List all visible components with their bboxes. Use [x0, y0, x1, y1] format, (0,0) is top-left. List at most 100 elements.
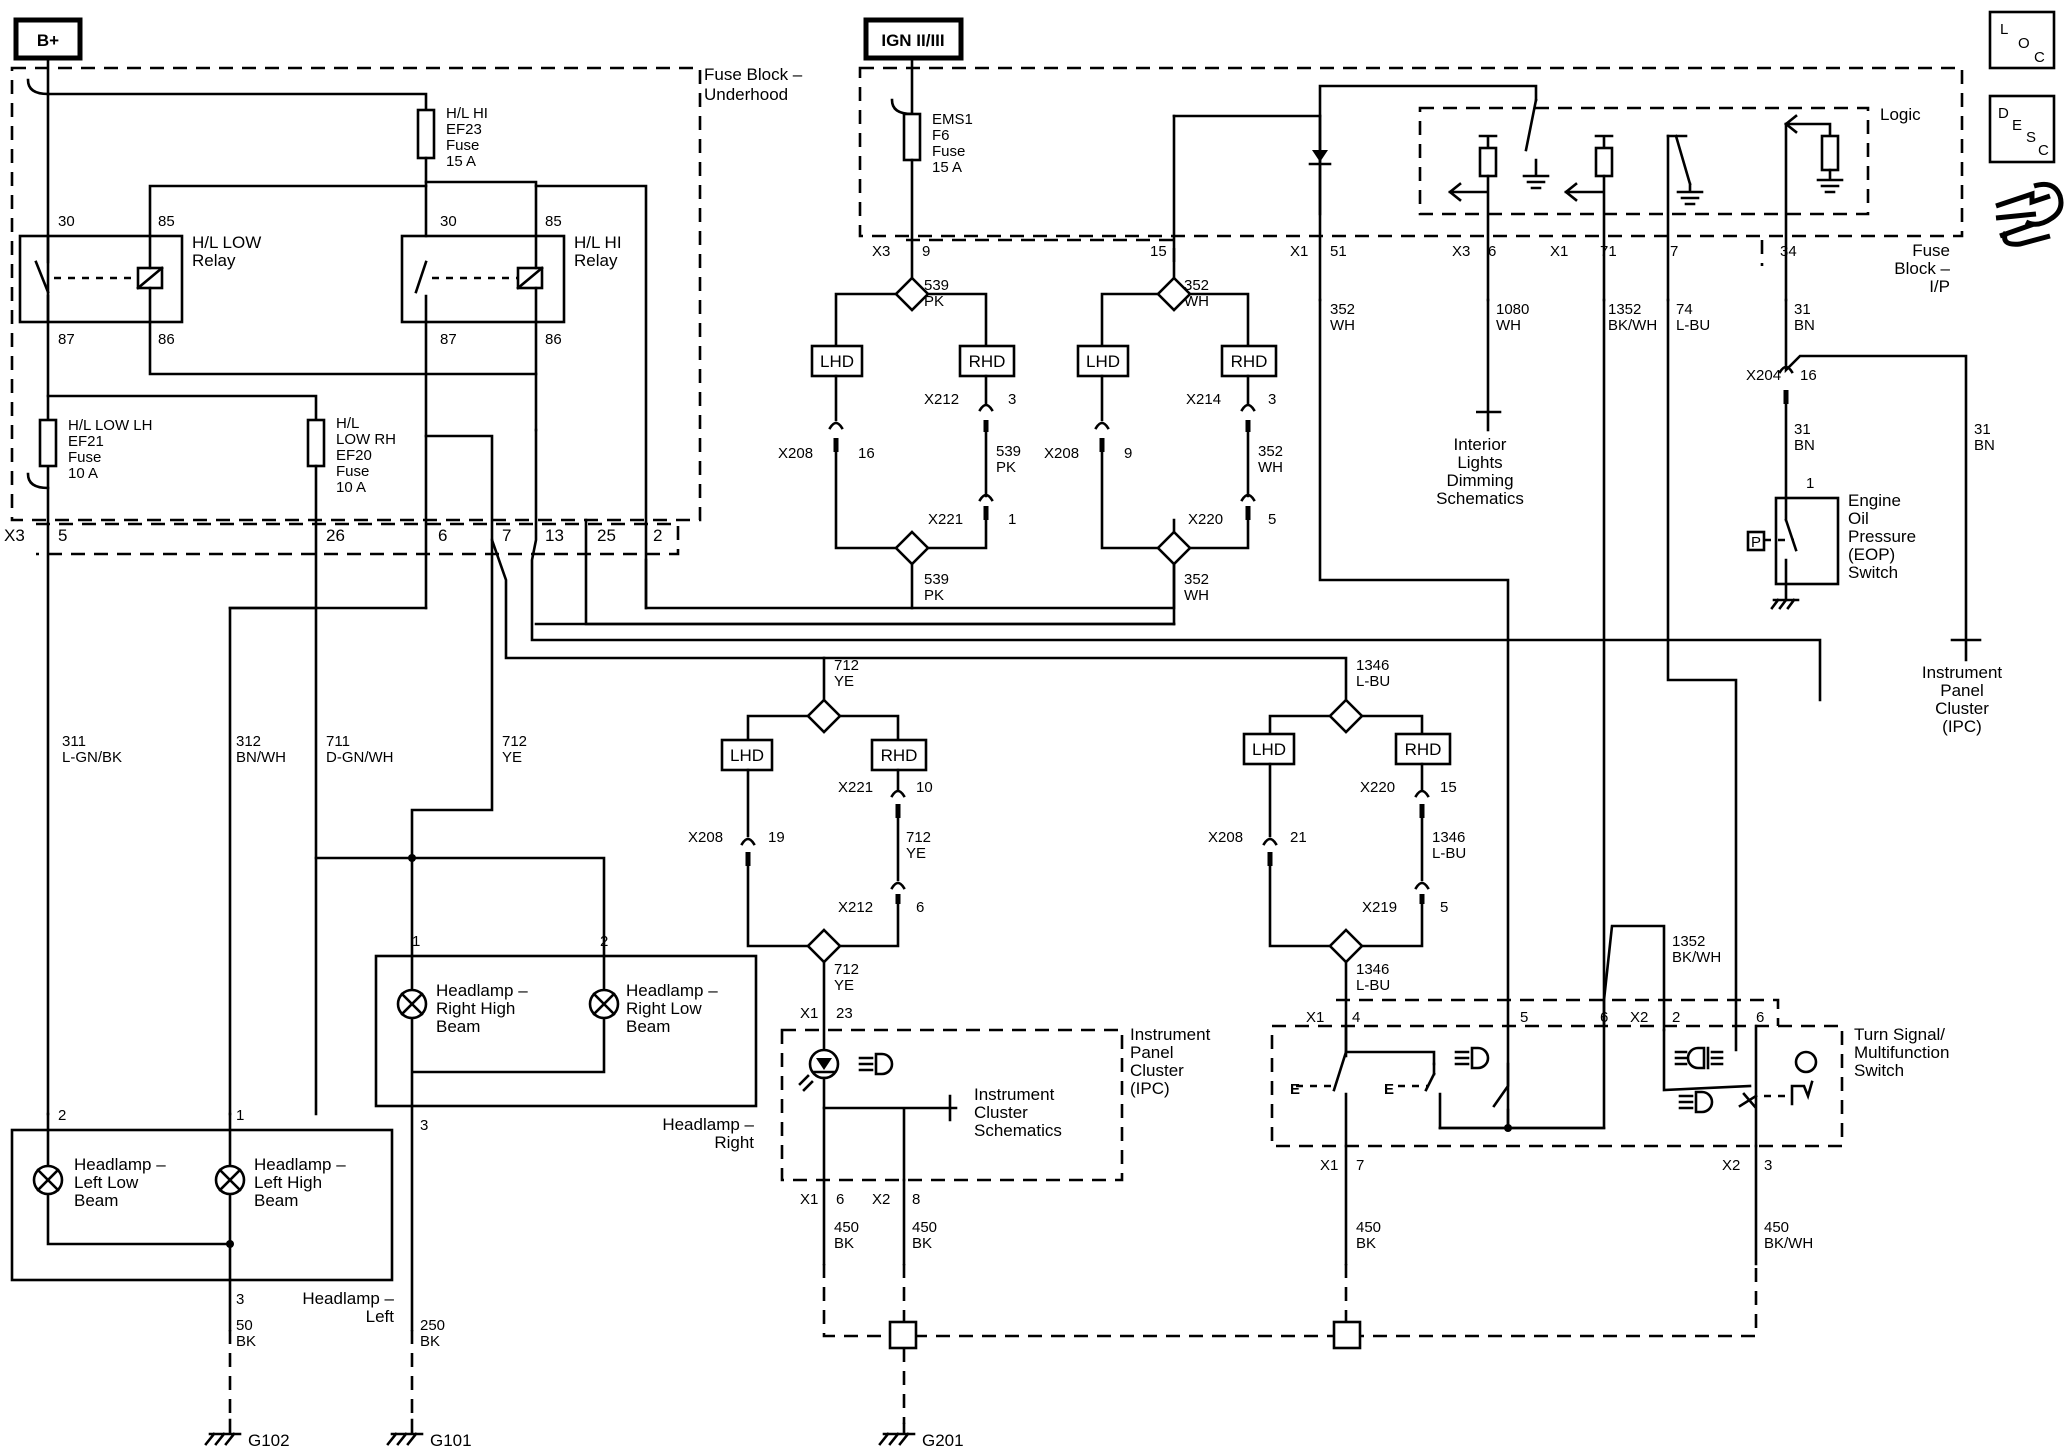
svg-text:5: 5 — [1440, 899, 1448, 916]
svg-text:Block –: Block – — [1894, 259, 1950, 278]
svg-text:450: 450 — [834, 1219, 859, 1236]
svg-text:86: 86 — [545, 331, 562, 348]
svg-text:539: 539 — [996, 443, 1021, 460]
svg-text:S: S — [2026, 129, 2036, 146]
splice-icon — [1156, 530, 1192, 566]
svg-text:85: 85 — [158, 213, 175, 230]
svg-text:Beam: Beam — [74, 1191, 118, 1210]
svg-text:X1: X1 — [1306, 1009, 1324, 1026]
svg-text:Engine: Engine — [1848, 491, 1901, 510]
bulb-icon — [32, 1164, 64, 1196]
svg-text:6: 6 — [1756, 1009, 1764, 1026]
svg-text:X221: X221 — [928, 511, 963, 528]
svg-text:352: 352 — [1330, 301, 1355, 318]
svg-text:87: 87 — [440, 331, 457, 348]
svg-text:6: 6 — [836, 1191, 844, 1208]
svg-text:YE: YE — [834, 673, 854, 690]
headlamp-symbol-icon — [1454, 1046, 1490, 1070]
splice-icon — [1328, 928, 1364, 964]
svg-text:X219: X219 — [1362, 899, 1397, 916]
svg-text:P: P — [1751, 534, 1761, 551]
svg-text:LHD: LHD — [1086, 352, 1120, 371]
svg-text:X208: X208 — [1044, 445, 1079, 462]
svg-text:5: 5 — [1268, 511, 1276, 528]
svg-text:H/L LOW: H/L LOW — [192, 233, 261, 252]
svg-text:EMS1: EMS1 — [932, 111, 973, 128]
svg-text:(IPC): (IPC) — [1942, 717, 1982, 736]
svg-text:Underhood: Underhood — [704, 85, 788, 104]
svg-text:30: 30 — [58, 213, 75, 230]
svg-text:BK: BK — [1356, 1235, 1376, 1252]
svg-text:Cluster: Cluster — [1130, 1061, 1184, 1080]
svg-text:EF21: EF21 — [68, 433, 104, 450]
svg-text:Cluster: Cluster — [1935, 699, 1989, 718]
svg-text:4: 4 — [1352, 1009, 1360, 1026]
svg-text:X221: X221 — [838, 779, 873, 796]
svg-text:Fuse: Fuse — [446, 137, 479, 154]
svg-text:450: 450 — [1764, 1219, 1789, 1236]
headlamp-left: 2 1 3 Headlamp – Left Headlamp – Left Lo… — [10, 1107, 395, 1326]
splice-icon — [1156, 276, 1192, 312]
svg-text:EF23: EF23 — [446, 121, 482, 138]
svg-text:BK/WH: BK/WH — [1764, 1235, 1813, 1252]
svg-text:X2: X2 — [872, 1191, 890, 1208]
svg-text:352: 352 — [1258, 443, 1283, 460]
svg-text:312: 312 — [236, 733, 261, 750]
svg-text:G201: G201 — [922, 1431, 964, 1450]
bulb-icon — [214, 1164, 246, 1196]
svg-text:E: E — [1384, 1081, 1394, 1098]
lhd-box: LHD — [1076, 344, 1130, 378]
svg-text:6: 6 — [438, 526, 447, 545]
svg-text:31: 31 — [1794, 301, 1811, 318]
svg-text:BN: BN — [1794, 317, 1815, 334]
wrench-arrows-icon[interactable] — [1995, 181, 2064, 247]
svg-text:D-GN/WH: D-GN/WH — [326, 749, 394, 766]
svg-text:WH: WH — [1184, 587, 1209, 604]
svg-text:450: 450 — [912, 1219, 937, 1236]
svg-text:Right High: Right High — [436, 999, 515, 1018]
svg-text:WH: WH — [1496, 317, 1521, 334]
svg-text:1: 1 — [412, 933, 420, 950]
svg-text:Switch: Switch — [1848, 563, 1898, 582]
loc-icon[interactable]: L O C — [1988, 10, 2056, 70]
svg-text:25: 25 — [597, 526, 616, 545]
svg-text:31: 31 — [1794, 421, 1811, 438]
svg-text:31: 31 — [1974, 421, 1991, 438]
svg-text:X212: X212 — [838, 899, 873, 916]
svg-text:X3: X3 — [872, 243, 890, 260]
svg-text:1: 1 — [1806, 475, 1814, 492]
lhd-box: LHD — [720, 738, 774, 772]
svg-text:BN/WH: BN/WH — [236, 749, 286, 766]
svg-text:BK/WH: BK/WH — [1608, 317, 1657, 334]
svg-text:Fuse: Fuse — [932, 143, 965, 160]
svg-text:L-BU: L-BU — [1676, 317, 1710, 334]
svg-text:712: 712 — [834, 961, 859, 978]
fuse-ef21: H/L LOW LH EF21 Fuse 10 A — [38, 417, 152, 482]
splice-icon — [894, 530, 930, 566]
svg-text:Instrument: Instrument — [974, 1085, 1055, 1104]
svg-text:RHD: RHD — [1231, 352, 1268, 371]
svg-text:X208: X208 — [688, 829, 723, 846]
low-high-beam-icon — [1678, 1090, 1714, 1114]
svg-text:712: 712 — [906, 829, 931, 846]
svg-text:IGN II/III: IGN II/III — [881, 31, 944, 50]
splice-icon — [806, 698, 842, 734]
desc-icon[interactable]: D E S C — [1988, 94, 2056, 164]
svg-text:Fuse: Fuse — [68, 449, 101, 466]
svg-text:3: 3 — [1008, 391, 1016, 408]
svg-text:16: 16 — [1800, 367, 1817, 384]
svg-text:Right: Right — [714, 1133, 754, 1152]
svg-text:BN: BN — [1974, 437, 1995, 454]
svg-text:1352: 1352 — [1672, 933, 1705, 950]
svg-text:1: 1 — [236, 1107, 244, 1124]
svg-text:L-BU: L-BU — [1356, 673, 1390, 690]
svg-text:250: 250 — [420, 1317, 445, 1334]
svg-text:Schematics: Schematics — [974, 1121, 1062, 1140]
svg-text:YE: YE — [834, 977, 854, 994]
svg-text:L-BU: L-BU — [1356, 977, 1390, 994]
svg-text:L-BU: L-BU — [1432, 845, 1466, 862]
svg-text:B+: B+ — [37, 31, 59, 50]
svg-text:C: C — [2034, 49, 2045, 66]
svg-text:X1: X1 — [800, 1191, 818, 1208]
splice-icon — [894, 276, 930, 312]
